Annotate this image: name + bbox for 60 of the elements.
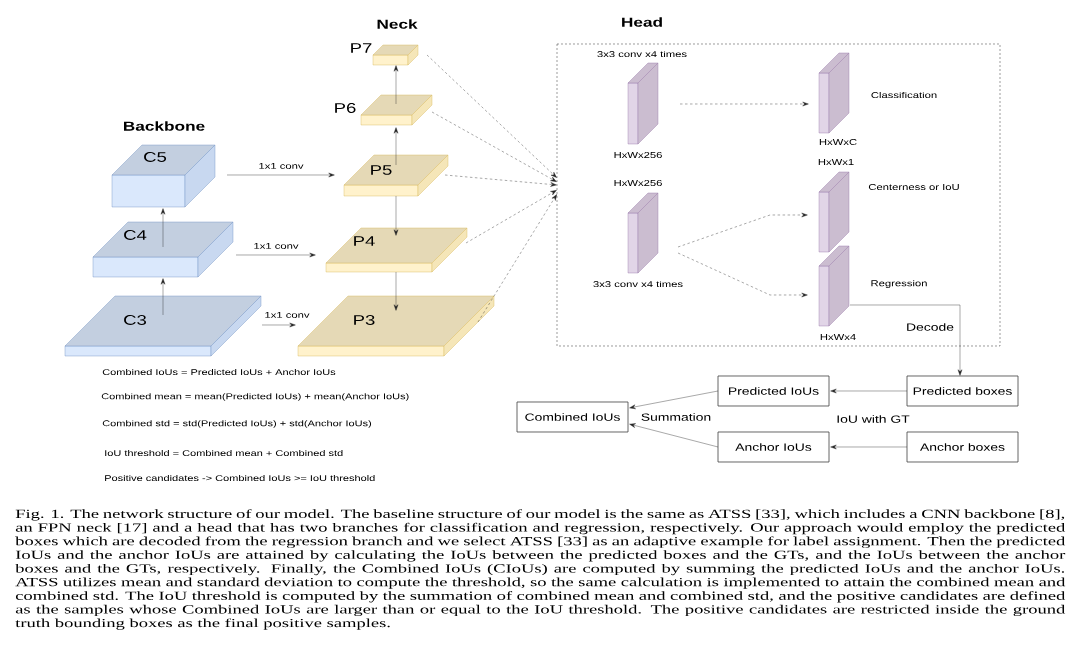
edge-label: 1x1 conv bbox=[252, 242, 300, 250]
arrow bbox=[677, 212, 808, 248]
process-box: Predicted IoUs bbox=[717, 375, 830, 407]
annotation-text: Summation bbox=[641, 413, 711, 421]
formula-text: Positive candidates -> Combined IoUs >= IoU threshold bbox=[105, 474, 375, 482]
size-label: HxWx1 bbox=[818, 159, 854, 165]
edge-label: Decode bbox=[905, 322, 955, 332]
size-label: 3x3 conv x4 times bbox=[593, 280, 683, 288]
size-label: Regression bbox=[871, 280, 927, 288]
feature-map-block: C5 bbox=[111, 144, 216, 208]
formula-text: Combined std = std(Predicted IoUs) + std(Anchor IoUs) bbox=[102, 420, 372, 428]
section-title: Neck bbox=[377, 19, 418, 29]
feature-map-block: P5 bbox=[343, 154, 449, 197]
size-label: HxWx4 bbox=[820, 334, 856, 340]
process-box: Combined IoUs bbox=[516, 401, 629, 433]
arrow bbox=[629, 423, 719, 448]
arrow bbox=[261, 322, 296, 328]
feature-map-block: C4 bbox=[92, 221, 234, 278]
arrow bbox=[226, 172, 335, 178]
arrow bbox=[444, 174, 557, 187]
arrow bbox=[431, 111, 557, 182]
size-label: Centerness or IoU bbox=[868, 184, 959, 190]
size-label: HxWxC bbox=[819, 139, 857, 145]
arrow bbox=[830, 388, 908, 394]
arrow bbox=[629, 390, 719, 410]
node-label: P6 bbox=[335, 103, 356, 113]
edge-label: 1x1 conv bbox=[257, 162, 305, 170]
process-box: Predicted boxes bbox=[906, 375, 1019, 407]
arrow bbox=[426, 54, 557, 178]
annotation-text: IoU with GT bbox=[837, 415, 910, 423]
formula-text: IoU threshold = Combined mean + Combined std bbox=[105, 449, 343, 457]
arrow bbox=[849, 304, 963, 376]
arrow bbox=[677, 252, 808, 298]
section-title: Head bbox=[622, 17, 662, 27]
size-label: Classification bbox=[871, 91, 937, 99]
node-label: P7 bbox=[351, 43, 372, 53]
size-label: 3x3 conv x4 times bbox=[597, 50, 687, 58]
size-label: HxWx256 bbox=[614, 180, 662, 186]
arrow bbox=[393, 127, 399, 166]
feature-map-block: P7 bbox=[351, 43, 419, 66]
arrow bbox=[393, 65, 399, 105]
feature-map-block: P4 bbox=[325, 227, 468, 273]
formula-text: Combined mean = mean(Predicted IoUs) + mean(Anchor IoUs) bbox=[101, 393, 409, 401]
section-title: Backbone bbox=[124, 121, 205, 131]
arrow bbox=[830, 444, 908, 450]
formula-text: Combined IoUs = Predicted IoUs + Anchor IoUs bbox=[102, 368, 336, 376]
arrow bbox=[393, 271, 399, 311]
process-box: Anchor IoUs bbox=[717, 431, 830, 463]
feature-map-block: C3 bbox=[64, 295, 262, 357]
arrow bbox=[393, 195, 399, 236]
process-box: Anchor boxes bbox=[906, 431, 1019, 463]
arrow bbox=[235, 252, 316, 258]
arrow bbox=[160, 208, 166, 248]
feature-map-block: P6 bbox=[335, 94, 433, 126]
caption: Fig. 1. The network structure of our model. The baseline structure of our model is the same as ATSS [33], which includes a CNN backbone [8], an FPN neck [17] and a head that has two branches for classification and regression, respectively. Our approach would employ the predicted boxes which are decoded from the regression branch and we select ATSS [33] as an adaptive example for label assignment. Then the predicted IoUs and the anchor IoUs are attained by calculating the IoUs between the predicted boxes and the GTs, and the IoUs between the anchor boxes and the GTs, respectively. Finally, the Combined IoUs (CIoUs) are computed by summing the predicted IoUs and the anchor IoUs. ATSS utilizes mean and standard deviation to compute the threshold, so the same calculation is implemented to attain the combined mean and combined std. The IoU threshold is computed by the summation of combined mean and combined std, and the positive candidates are defined as the samples whose Combined IoUs are larger than or equal to the IoU threshold. The positive candidates are restricted inside the ground truth bounding boxes as the final positive samples. bbox=[15, 509, 1066, 630]
arrow bbox=[477, 194, 557, 323]
arrow bbox=[679, 101, 809, 107]
arrow bbox=[160, 278, 166, 316]
arrow bbox=[465, 190, 557, 244]
size-label: HxWx256 bbox=[614, 152, 662, 158]
